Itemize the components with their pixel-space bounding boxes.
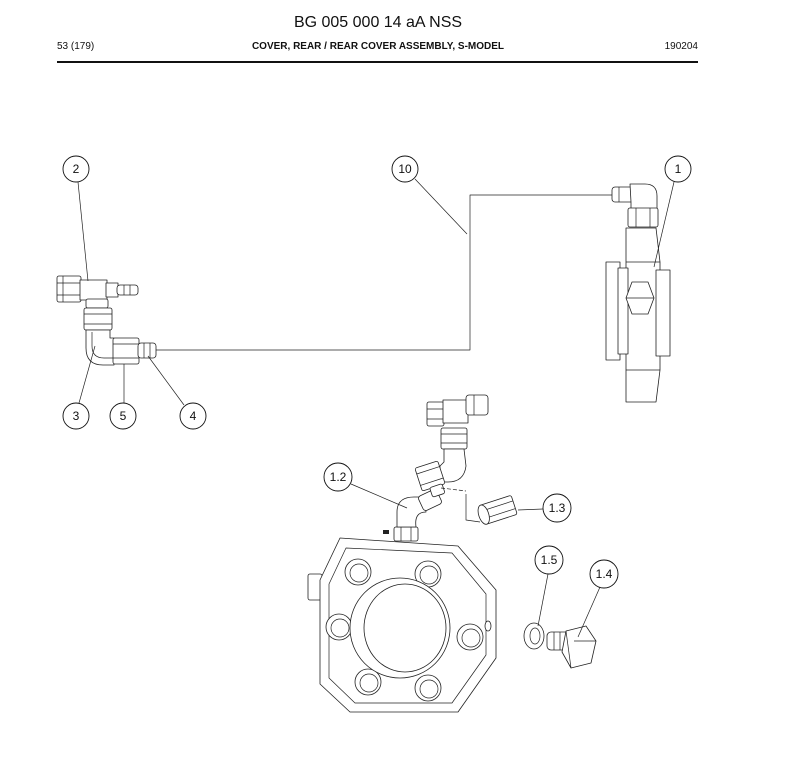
callout-label: 3	[73, 409, 80, 423]
callout-5: 5	[109, 402, 137, 430]
callout-circle	[664, 155, 692, 183]
callout-1-2: 1.2	[323, 462, 353, 492]
bolt-hole-inner	[359, 673, 379, 693]
tee-branch-thread	[116, 284, 139, 296]
callout-circle	[391, 155, 419, 183]
bolt-hole-inner	[419, 565, 439, 585]
callout-label: 1	[675, 162, 682, 176]
callout-circle	[589, 559, 619, 589]
callout-label: 1.5	[541, 553, 558, 567]
coupling-upper	[440, 427, 468, 450]
rear-cover-side-view	[605, 183, 671, 403]
cover-ring	[617, 267, 629, 355]
callout-circle	[109, 402, 137, 430]
cover-face-edge	[328, 547, 487, 704]
leader-line	[537, 573, 549, 627]
page-number: 53 (179)	[57, 41, 95, 52]
header-rule	[57, 61, 698, 63]
cover-side-hole	[484, 620, 492, 632]
coupling-hex	[83, 307, 113, 331]
rear-cover-assembly	[307, 394, 597, 713]
cover-body	[625, 227, 661, 403]
elbow-fitting	[85, 329, 115, 366]
leader-line	[350, 483, 408, 509]
callout-label: 2	[73, 162, 80, 176]
callout-circle	[323, 462, 353, 492]
date-code: 190204	[664, 41, 698, 52]
hex-face	[420, 477, 444, 486]
leader-line	[147, 355, 185, 406]
elbow-hex	[627, 207, 659, 228]
callout-1-5: 1.5	[534, 545, 564, 575]
connection-line	[465, 494, 481, 523]
bolt-hole-inner	[419, 679, 439, 699]
plug-face	[565, 630, 572, 669]
bolt-holes	[325, 558, 484, 702]
tee-nut-upper	[426, 401, 445, 427]
hex-face	[416, 466, 440, 475]
tee-body	[79, 279, 108, 301]
tee-body-lower	[85, 298, 109, 309]
callout-label: 10	[398, 162, 412, 176]
tee-branch-hex	[105, 282, 119, 298]
callout-circle	[534, 545, 564, 575]
callout-label: 5	[120, 409, 127, 423]
connector-upper	[414, 460, 446, 498]
bolt-hole-inner	[461, 628, 481, 648]
callout-3: 3	[62, 402, 90, 430]
callout-1-3: 1.3	[542, 493, 572, 523]
fitting-assembly-left	[56, 275, 157, 366]
callout-1-4: 1.4	[589, 559, 619, 589]
leader-lines	[77, 178, 675, 638]
plug-hex-head	[561, 625, 597, 669]
bolt-hole	[456, 623, 484, 651]
bolt-hole	[414, 674, 442, 702]
leader-line	[653, 181, 675, 268]
connector-thread	[137, 342, 157, 359]
leader-line	[414, 178, 468, 235]
cover-marking	[383, 530, 389, 534]
tube	[156, 194, 613, 351]
callout-circle	[542, 493, 572, 523]
callout-4: 4	[179, 402, 207, 430]
bolt-hole-inner	[349, 563, 369, 583]
leader-line	[577, 586, 601, 638]
washer-hole	[529, 627, 541, 645]
bolt-hole-inner	[330, 618, 350, 638]
cover-flange-edge	[655, 269, 671, 357]
callout-circle	[62, 155, 90, 183]
callout-circle	[62, 402, 90, 430]
callout-label: 1.2	[330, 470, 347, 484]
callout-2: 2	[62, 155, 90, 183]
callout-10: 10	[391, 155, 419, 183]
leader-line	[77, 181, 89, 282]
elbow-contour	[91, 332, 113, 359]
callout-label: 4	[190, 409, 197, 423]
elbow-upper	[439, 448, 467, 483]
tee-nut	[56, 275, 82, 303]
elbow-base-nut	[393, 526, 419, 542]
callout-circle	[179, 402, 207, 430]
elbow-body	[629, 183, 658, 211]
nut	[477, 495, 518, 525]
callout-1: 1	[664, 155, 692, 183]
leader-line	[78, 345, 96, 404]
washer	[523, 622, 545, 650]
connector-hex	[112, 337, 140, 365]
callout-label: 1.4	[596, 567, 613, 581]
connection-line	[440, 487, 467, 492]
callout-label: 1.3	[549, 501, 566, 515]
page-title: COVER, REAR / REAR COVER ASSEMBLY, S-MOD…	[251, 41, 505, 52]
tee-body-upper	[442, 399, 469, 424]
tee-connector-upper	[465, 394, 489, 416]
bolt-hole	[325, 613, 353, 641]
document-number: BG 005 000 14 aA NSS	[293, 14, 463, 31]
bolt-hole	[344, 558, 372, 586]
bolt-hole	[354, 668, 382, 696]
center-bore-inner	[363, 583, 447, 673]
leader-line	[517, 508, 544, 511]
nut-end	[477, 504, 490, 525]
